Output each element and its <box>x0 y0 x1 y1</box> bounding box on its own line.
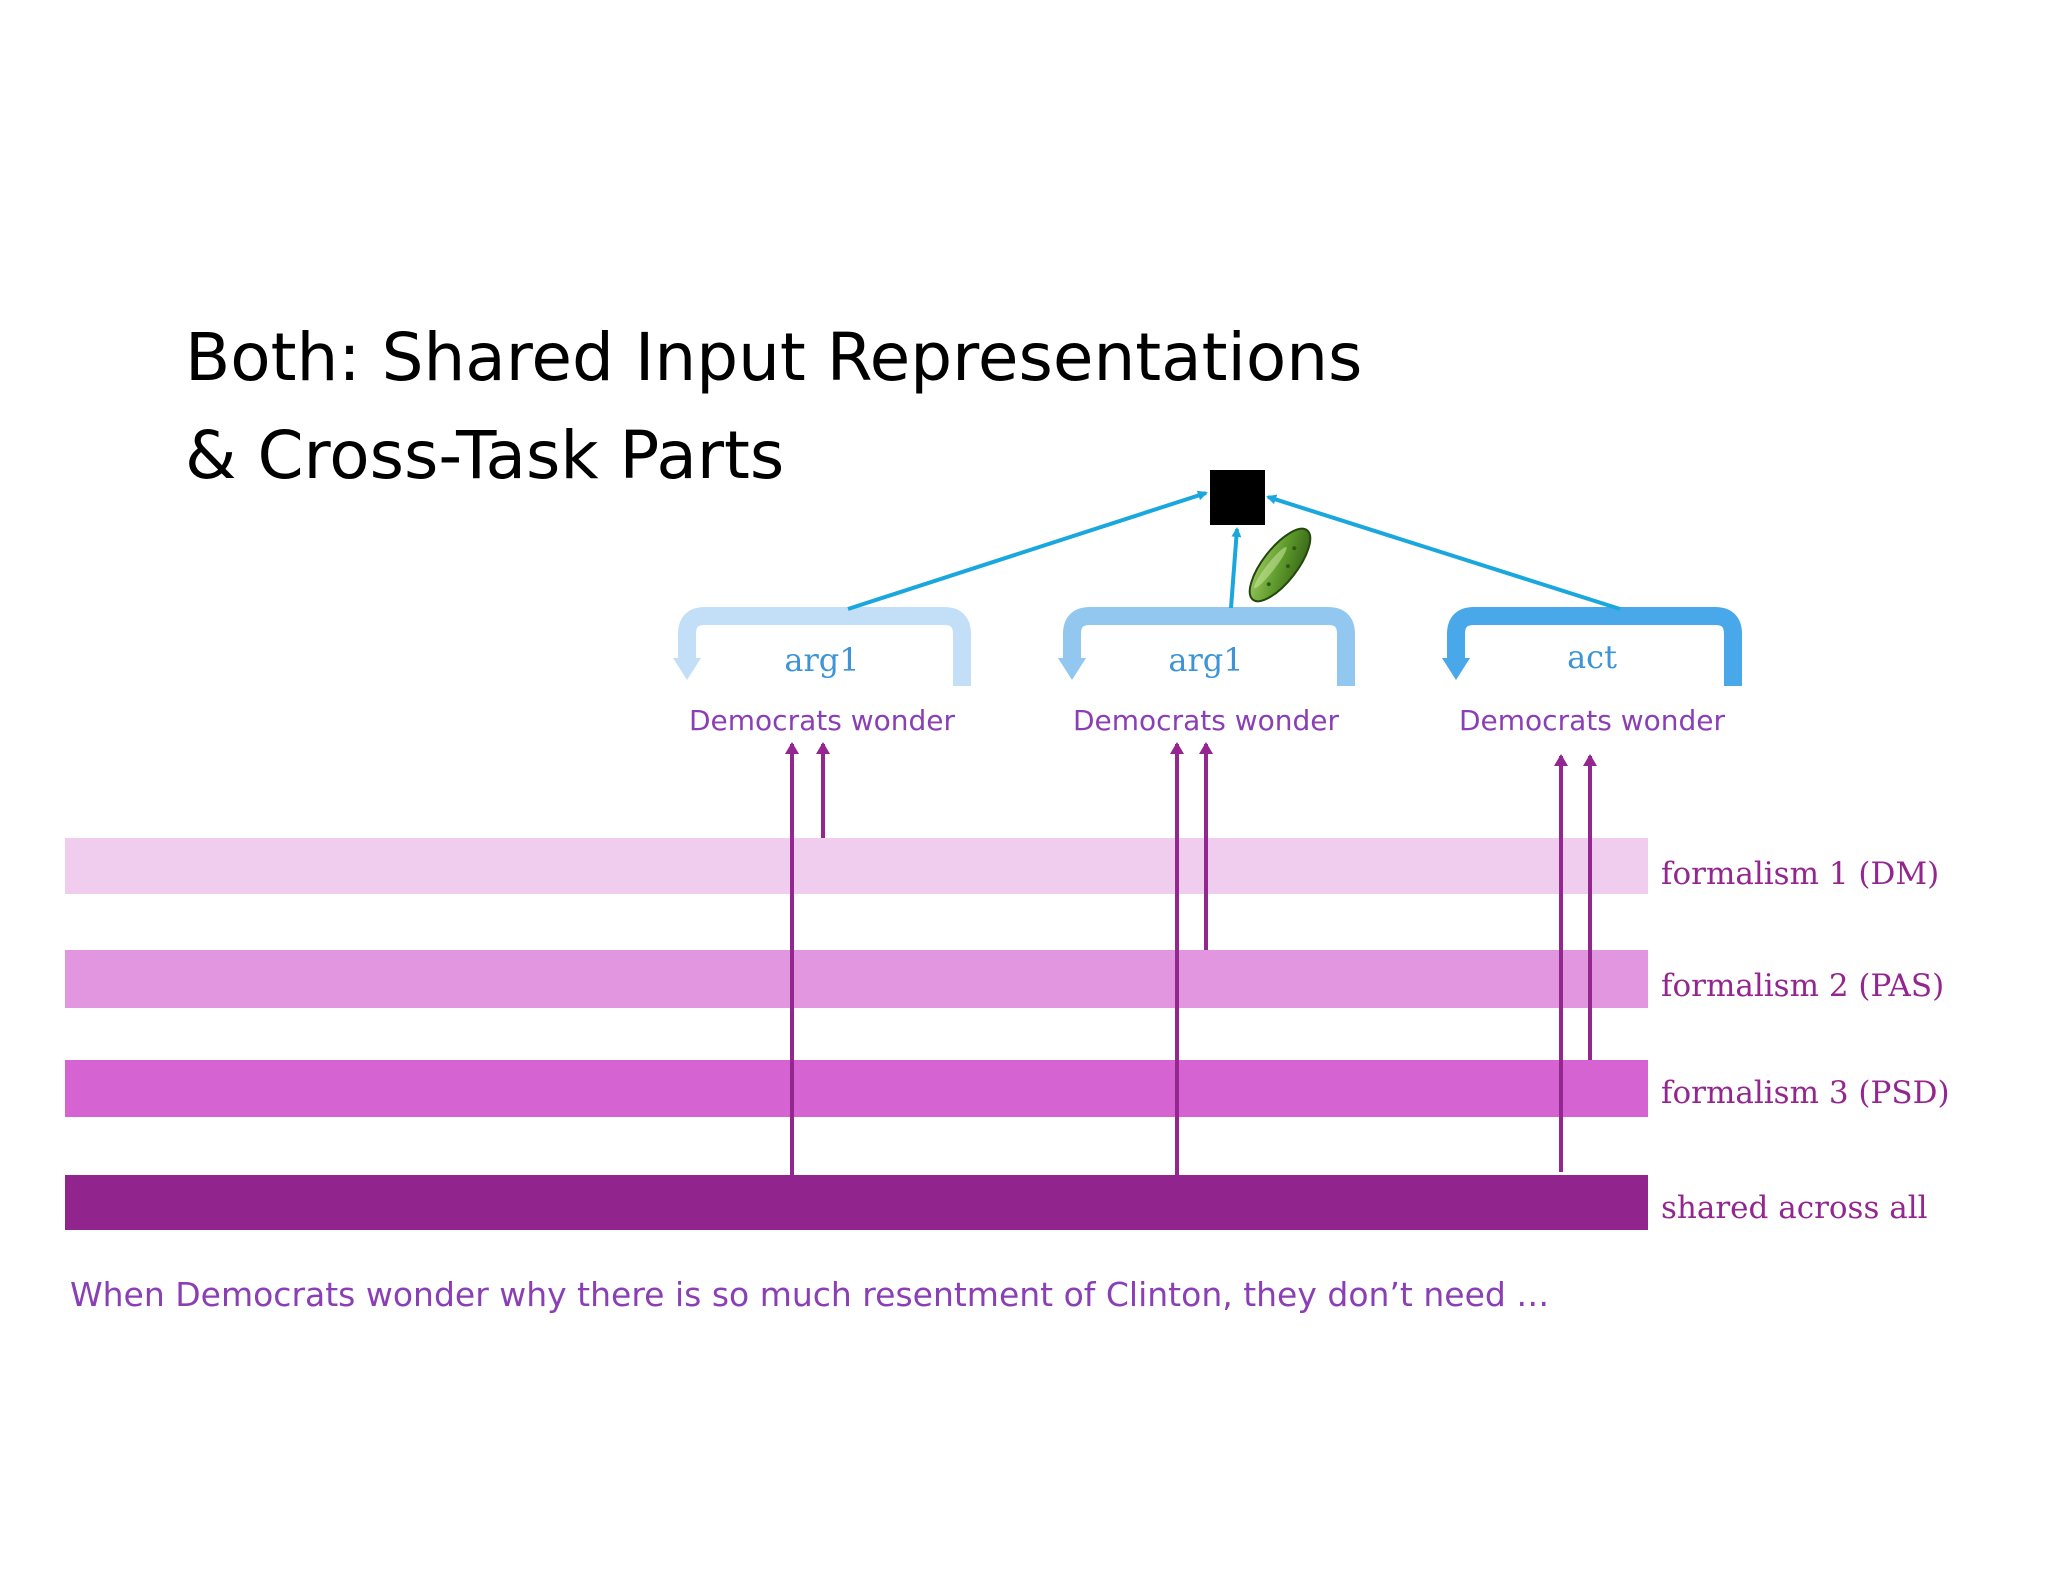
layer-band-formalism-3 <box>65 1060 1648 1117</box>
layer-band-formalism-2 <box>65 950 1648 1008</box>
black-square-node <box>1210 470 1265 525</box>
connector-part-3-to-root <box>1266 494 1621 611</box>
layer-band-formalism-1 <box>65 838 1648 894</box>
part-2-arrowhead <box>1058 658 1086 680</box>
part-1: arg1 Democrats wonder <box>673 607 971 737</box>
part-2: arg1 Democrats wonder <box>1058 607 1355 737</box>
layer-label-formalism-1: formalism 1 (DM) <box>1661 856 1939 892</box>
part-3-words: Democrats wonder <box>1459 704 1726 737</box>
connector-part-1-to-root <box>847 490 1208 611</box>
input-sentence: When Democrats wonder why there is so mu… <box>70 1275 1549 1314</box>
part-2-label: arg1 <box>1168 641 1243 679</box>
part-1-label: arg1 <box>784 641 859 679</box>
title-line-1: Both: Shared Input Representations <box>185 319 1362 396</box>
part-3-bracket <box>1447 607 1742 686</box>
part-2-bracket <box>1063 607 1355 686</box>
title-line-2: & Cross-Task Parts <box>185 417 784 494</box>
layer-label-formalism-2: formalism 2 (PAS) <box>1661 968 1944 1004</box>
connector-part-2-to-root <box>1229 527 1242 609</box>
part-1-bracket <box>678 607 971 686</box>
part-3-arrowhead <box>1442 658 1470 680</box>
part-2-words: Democrats wonder <box>1073 704 1340 737</box>
part-1-arrowhead <box>673 658 701 680</box>
part-3: act Democrats wonder <box>1442 607 1742 737</box>
layer-band-shared <box>65 1175 1648 1230</box>
part-1-words: Democrats wonder <box>689 704 956 737</box>
pickle-icon <box>1248 527 1312 603</box>
part-3-label: act <box>1567 638 1617 676</box>
layer-label-formalism-3: formalism 3 (PSD) <box>1661 1075 1950 1111</box>
layer-label-shared: shared across all <box>1661 1190 1928 1226</box>
